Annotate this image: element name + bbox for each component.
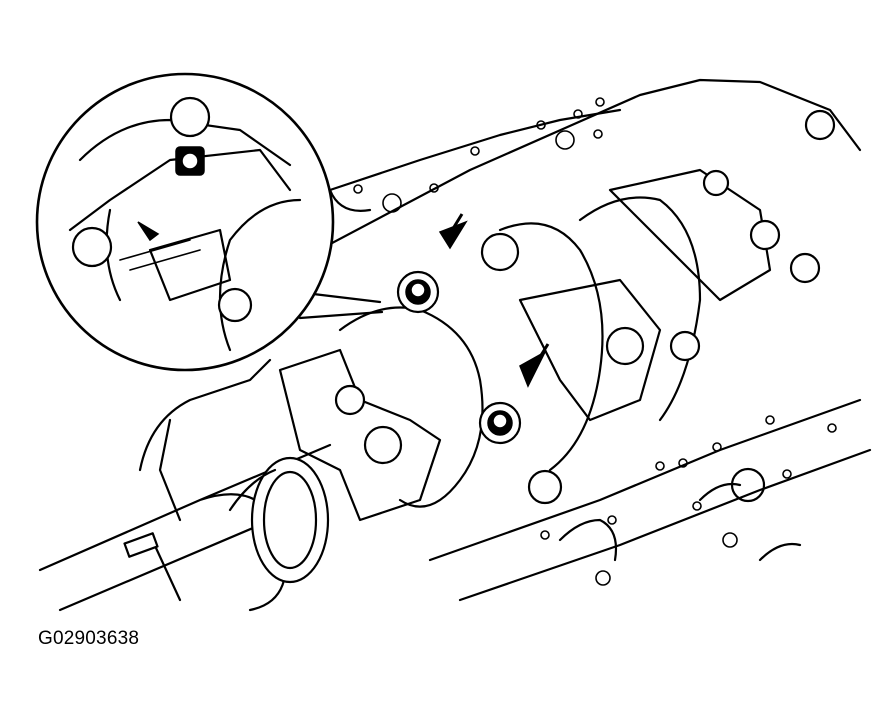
bearing-cap-mid — [518, 278, 662, 422]
timing-cover — [138, 358, 272, 522]
bolt-icon-lower — [478, 401, 522, 445]
figure-caption: G02903638 — [38, 628, 140, 649]
magnifier-callout — [35, 72, 384, 372]
cam-lobe-3 — [578, 196, 702, 422]
gasket-holes — [353, 97, 605, 213]
bolt-icon-upper — [396, 270, 440, 314]
cam-lobe-1 — [338, 306, 484, 508]
rail-holes — [540, 415, 837, 586]
engine-diagram — [35, 72, 872, 612]
cam-key — [123, 532, 159, 558]
cap-bolts — [334, 109, 836, 505]
head-rail-front — [428, 398, 872, 602]
cam-lobe-2 — [498, 222, 604, 472]
head-outline-top — [298, 78, 862, 262]
bearing-cap-left — [278, 348, 442, 522]
head-outline-gasket — [328, 108, 622, 212]
engine-line-drawing — [35, 72, 872, 612]
arrow-icon-callout — [137, 221, 160, 242]
bearing-cap-right — [608, 168, 772, 302]
